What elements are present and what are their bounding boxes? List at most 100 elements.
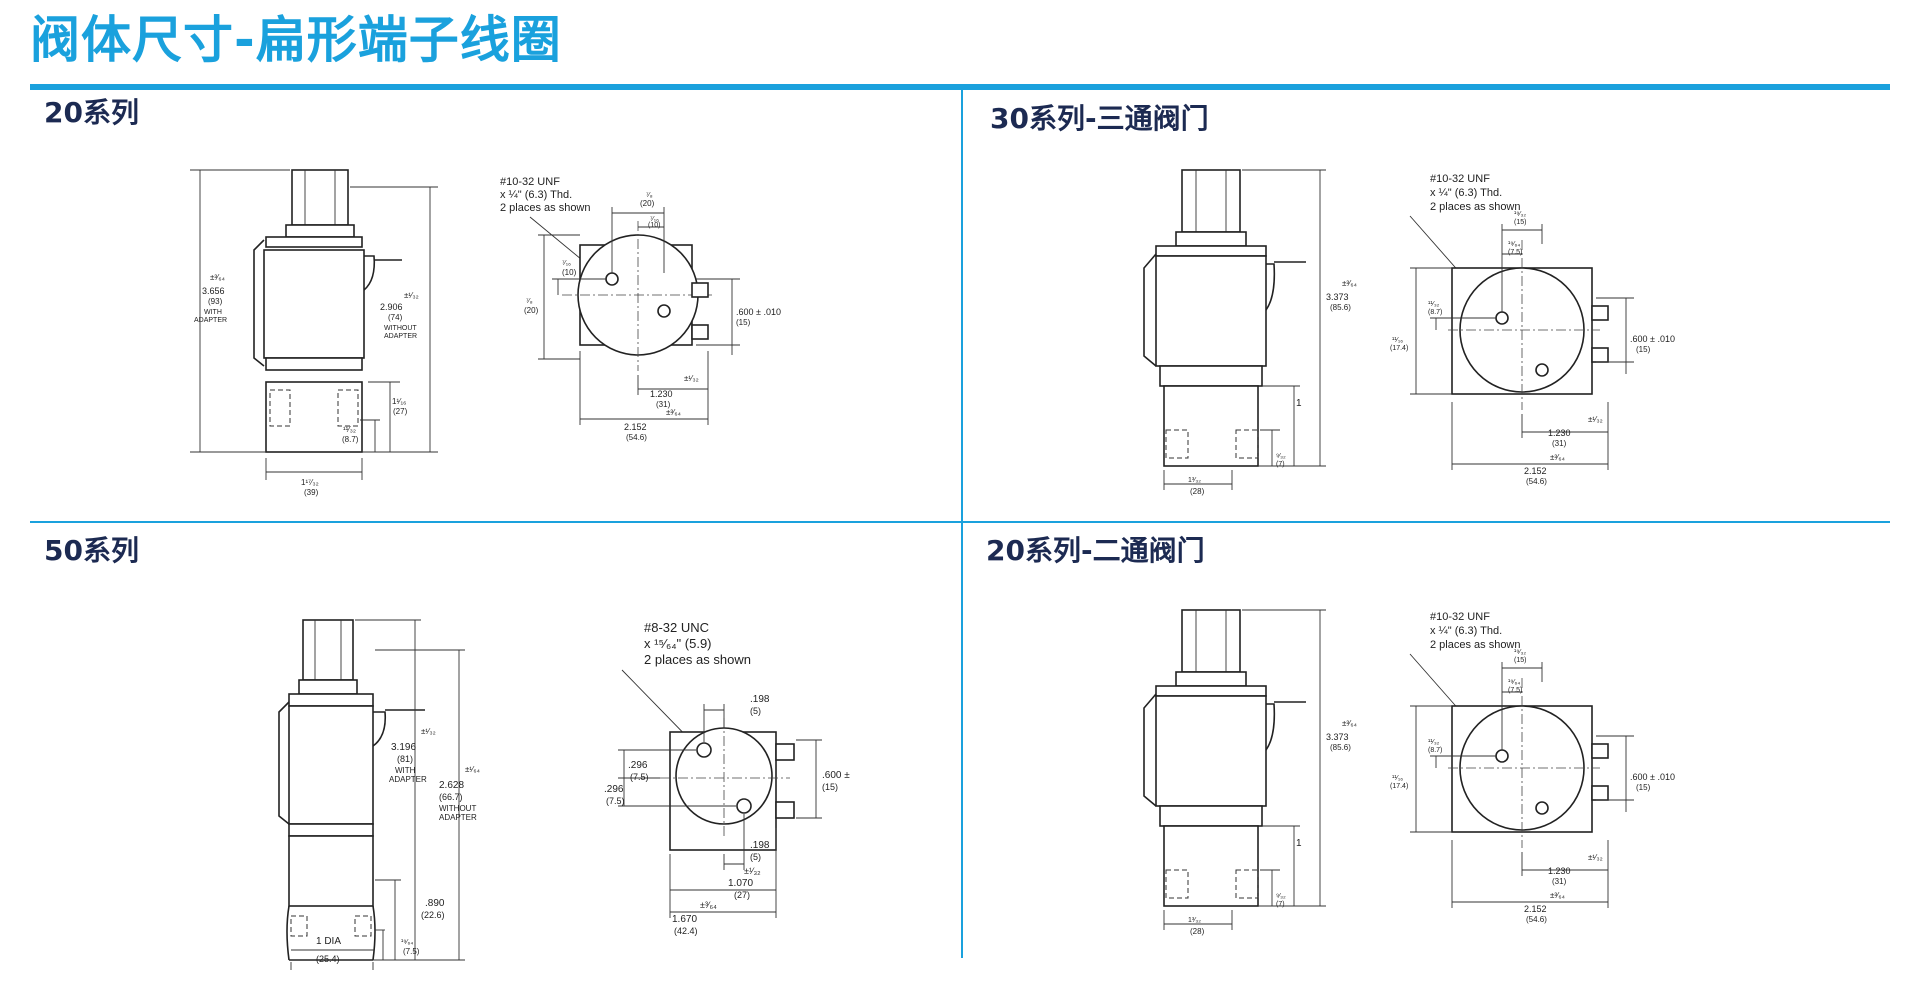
svg-text:(27): (27) xyxy=(393,407,408,416)
svg-text:2.906: 2.906 xyxy=(380,302,403,312)
svg-text:±³⁄₆₄: ±³⁄₆₄ xyxy=(1550,453,1565,462)
svg-text:(22.6): (22.6) xyxy=(421,910,445,920)
svg-text:3.196: 3.196 xyxy=(391,742,416,753)
svg-text:WITH: WITH xyxy=(204,309,222,316)
svg-text:(10): (10) xyxy=(562,268,577,277)
svg-text:⁷⁄₈: ⁷⁄₈ xyxy=(526,298,533,305)
svg-text:(31): (31) xyxy=(1552,877,1567,886)
svg-text:¹⁹⁄₃₂: ¹⁹⁄₃₂ xyxy=(1514,211,1526,218)
svg-text:±³⁄₆₄: ±³⁄₆₄ xyxy=(1550,891,1565,900)
svg-text:(15): (15) xyxy=(1636,783,1651,792)
svg-text:(15): (15) xyxy=(736,318,751,327)
svg-text:(85.6): (85.6) xyxy=(1330,303,1351,312)
svg-text:⁹⁄₃₂: ⁹⁄₃₂ xyxy=(1276,453,1286,460)
vertical-divider xyxy=(961,90,963,958)
svg-text:.198: .198 xyxy=(750,840,770,851)
svg-text:.600 ± .010: .600 ± .010 xyxy=(1630,334,1675,344)
svg-text:(5): (5) xyxy=(750,706,761,716)
svg-text:1.070: 1.070 xyxy=(728,878,753,889)
svg-text:(8.7): (8.7) xyxy=(1428,309,1442,316)
svg-text:3.656: 3.656 xyxy=(202,286,225,296)
svg-text:¹¹⁄₃₂: ¹¹⁄₃₂ xyxy=(1428,301,1440,308)
svg-text:(8.7): (8.7) xyxy=(342,435,359,444)
svg-text:#10-32 UNF: #10-32 UNF xyxy=(500,176,560,188)
svg-text:(15): (15) xyxy=(822,782,838,792)
svg-text:WITH: WITH xyxy=(395,766,416,775)
svg-text:3.373: 3.373 xyxy=(1326,292,1349,302)
svg-text:1¹⁷⁄₃₂: 1¹⁷⁄₃₂ xyxy=(301,478,319,487)
svg-text:1.670: 1.670 xyxy=(672,914,697,925)
svg-text:±¹⁄₃₂: ±¹⁄₃₂ xyxy=(744,866,761,876)
svg-text:(93): (93) xyxy=(208,297,223,306)
svg-text:¹¹⁄₁₆: ¹¹⁄₁₆ xyxy=(1392,775,1403,782)
svg-text:2 places as shown: 2 places as shown xyxy=(1430,201,1521,213)
svg-text:(15): (15) xyxy=(1514,219,1526,226)
page-title: 阀体尺寸-扁形端子线圈 xyxy=(30,11,562,69)
svg-text:¹⁹⁄₆₄: ¹⁹⁄₆₄ xyxy=(1508,241,1520,248)
svg-text:(66.7): (66.7) xyxy=(439,792,463,802)
svg-text:(15): (15) xyxy=(1514,657,1526,664)
svg-text:(7.5): (7.5) xyxy=(403,947,420,956)
svg-text:(74): (74) xyxy=(388,313,403,322)
svg-text:±¹⁄₃₂: ±¹⁄₃₂ xyxy=(421,727,436,736)
drawing-50-side: ±¹⁄₃₂ 3.196 (81) WITH ADAPTER ±¹⁄₆₄ 2.62… xyxy=(255,610,545,970)
svg-text:1: 1 xyxy=(1296,398,1302,409)
svg-text:1: 1 xyxy=(1296,838,1302,849)
svg-text:.600 ±: .600 ± xyxy=(822,770,850,781)
svg-text:(8.7): (8.7) xyxy=(1428,747,1442,754)
svg-text:(10): (10) xyxy=(648,222,660,229)
svg-text:1³⁄₃₂: 1³⁄₃₂ xyxy=(1188,477,1201,484)
svg-text:¹⁹⁄₃₂: ¹⁹⁄₃₂ xyxy=(1514,649,1526,656)
drawing-50-top: #8-32 UNC x ¹⁵⁄₆₄" (5.9) 2 places as sho… xyxy=(600,618,890,938)
svg-text:1 DIA: 1 DIA xyxy=(316,936,341,947)
svg-text:(42.4): (42.4) xyxy=(674,926,698,936)
svg-text:.198: .198 xyxy=(750,694,770,705)
svg-text:.296: .296 xyxy=(604,784,624,795)
svg-text:±¹⁄₆₄: ±¹⁄₆₄ xyxy=(465,765,480,774)
svg-text:(20): (20) xyxy=(640,199,655,208)
svg-text:x ¼" (6.3) Thd.: x ¼" (6.3) Thd. xyxy=(500,189,572,201)
svg-text:(15): (15) xyxy=(1636,345,1651,354)
svg-text:(7.5): (7.5) xyxy=(1508,687,1522,694)
drawing-30-side: ±³⁄₆₄ 3.373 (85.6) 1 ⁹⁄₃₂ (7) 1³⁄₃₂ (28) xyxy=(1120,160,1400,500)
svg-text:(7.5): (7.5) xyxy=(1508,249,1522,256)
svg-text:(7): (7) xyxy=(1276,901,1285,908)
svg-text:.600 ± .010: .600 ± .010 xyxy=(1630,772,1675,782)
svg-text:ADAPTER: ADAPTER xyxy=(194,317,227,324)
svg-text:(7.5): (7.5) xyxy=(630,772,649,782)
svg-text:⁷⁄₁₆: ⁷⁄₁₆ xyxy=(562,260,571,267)
svg-text:.296: .296 xyxy=(628,760,648,771)
svg-text:(5): (5) xyxy=(750,852,761,862)
svg-text:(54.6): (54.6) xyxy=(1526,915,1547,924)
horizontal-divider-left xyxy=(30,521,961,523)
svg-text:±¹⁄₃₂: ±¹⁄₃₂ xyxy=(684,374,699,383)
svg-text:2.628: 2.628 xyxy=(439,780,464,791)
svg-text:#10-32 UNF: #10-32 UNF xyxy=(1430,611,1490,623)
svg-text:2 places as shown: 2 places as shown xyxy=(644,652,751,667)
section-title-20: 20系列 xyxy=(44,96,139,129)
svg-text:WITHOUT: WITHOUT xyxy=(384,325,417,332)
svg-text:±³⁄₆₄: ±³⁄₆₄ xyxy=(666,408,681,417)
svg-text:¹⁹⁄₆₄: ¹⁹⁄₆₄ xyxy=(401,939,413,946)
svg-text:WITHOUT: WITHOUT xyxy=(439,804,476,813)
svg-text:.890: .890 xyxy=(425,898,445,909)
svg-text:ADAPTER: ADAPTER xyxy=(389,775,427,784)
svg-text:ADAPTER: ADAPTER xyxy=(439,813,477,822)
svg-text:(20): (20) xyxy=(524,306,539,315)
svg-text:(17.4): (17.4) xyxy=(1390,345,1408,352)
drawing-50-side-bottom: 1 DIA (25.4) xyxy=(256,930,386,978)
svg-text:#10-32 UNF: #10-32 UNF xyxy=(1430,173,1490,185)
svg-text:⁷⁄₈: ⁷⁄₈ xyxy=(646,192,653,199)
svg-text:(39): (39) xyxy=(304,488,319,497)
svg-text:⁷⁄₁₆: ⁷⁄₁₆ xyxy=(650,216,659,223)
svg-text:x ¼" (6.3) Thd.: x ¼" (6.3) Thd. xyxy=(1430,625,1502,637)
svg-text:2.152: 2.152 xyxy=(1524,904,1547,914)
svg-text:±¹⁄₃₂: ±¹⁄₃₂ xyxy=(1588,853,1603,862)
tol-with: ±³⁄₆₄ xyxy=(210,273,225,282)
svg-text:3.373: 3.373 xyxy=(1326,732,1349,742)
svg-text:#8-32 UNC: #8-32 UNC xyxy=(644,620,709,635)
drawing-20-side: ±³⁄₆₄ 3.656 (93) WITH ADAPTER ±¹⁄₃₂ 2.90… xyxy=(180,160,480,500)
svg-text:2.152: 2.152 xyxy=(624,422,647,432)
svg-text:⁹⁄₃₂: ⁹⁄₃₂ xyxy=(1276,893,1286,900)
svg-text:1.230: 1.230 xyxy=(650,389,673,399)
